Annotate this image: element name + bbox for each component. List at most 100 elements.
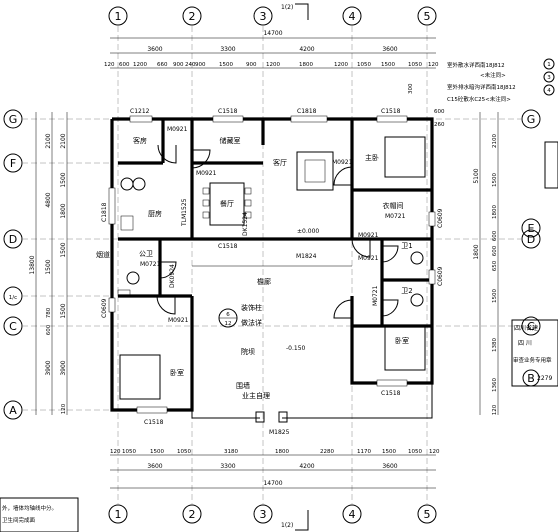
dining-table (209, 182, 245, 226)
axis-label-4-bottom: 4 (349, 508, 356, 521)
door-public-bath (159, 261, 177, 279)
code-dk1524: DK1524 (242, 212, 249, 236)
bottom-note-2: 卫生间完成面 (2, 516, 36, 524)
bedroom-right-bed (384, 325, 426, 371)
bottom-dimensions: 120 1050 1500 1050 3180 1800 2280 1170 1… (110, 449, 440, 489)
stamp-line-1: 四川省建 (514, 324, 538, 332)
dim-left-mid-6: 3900 (45, 360, 52, 375)
dim-top-detail-1: 120 (104, 62, 115, 68)
grid-lines (22, 26, 522, 505)
dim-span-top-1: 3600 (147, 46, 162, 53)
dim-left-inner-3: 1800 (60, 203, 67, 218)
furniture (117, 136, 426, 400)
dim-left-inner-2: 1500 (60, 172, 67, 187)
window-c0609-right-2 (428, 269, 436, 285)
note-ref-3 (543, 84, 555, 96)
axis-label-3-bottom: 3 (260, 508, 267, 521)
dim-bottom-detail-8: 1170 (357, 449, 371, 455)
dim-top-detail-15: 1050 (408, 62, 422, 68)
code-c1518-top: C1518 (218, 108, 238, 115)
interior-walls (118, 119, 432, 328)
axis-label-C: C (9, 320, 17, 333)
room-living: 客厅 (273, 158, 287, 167)
dim-bottom-detail-4: 1050 (177, 449, 191, 455)
dim-right-inner-10: 120 (492, 404, 498, 415)
note-apron: 室外散水详西南18J812 (447, 61, 505, 69)
toilet-bath-1 (410, 251, 424, 265)
dim-left-inner-7: 120 (61, 403, 67, 414)
code-m0721-bath: M0721 (372, 285, 379, 306)
dim-left-mid-2: 4800 (45, 192, 52, 207)
level-indoor: ±0.000 (297, 228, 319, 235)
bottom-axis-bubbles: 1 2 3 4 5 1(2) (108, 504, 437, 531)
axis-label-G-right: G (527, 113, 536, 126)
axis-label-B-right: B (527, 372, 535, 385)
title-block-edge (544, 141, 558, 189)
door-wardrobe (351, 238, 371, 258)
top-dimensions: 14700 3600 3300 4200 3600 120 600 1200 6… (104, 30, 439, 69)
dim-left-mid-1: 2100 (45, 133, 52, 148)
section-mark-bottom: 1(2) (281, 522, 293, 529)
door-bedroom-left (156, 295, 176, 315)
doors (156, 144, 399, 319)
axis-bubble-3 (253, 6, 273, 26)
code-m0921-storage: M0921 (196, 170, 217, 177)
axis-bubble-2 (182, 6, 202, 26)
code-m0721-public: M0721 (140, 261, 161, 268)
dim-right-inner-2: 1500 (492, 173, 498, 187)
top-axis-bubbles: 1 2 3 4 5 1(2) (108, 3, 437, 26)
dim-right-inner-5: 600 (492, 245, 498, 256)
dim-span-bottom-2: 3300 (220, 463, 235, 470)
section-cut-line-top (295, 3, 309, 20)
room-bath-2: 卫2 (401, 287, 412, 295)
dim-bottom-detail-3: 1500 (150, 449, 164, 455)
door-bath-2 (381, 299, 399, 317)
axis-label-5: 5 (424, 10, 431, 23)
note-drain: 室外排水暗沟详西南18J812 (447, 83, 516, 91)
code-m0921-a: M0921 (358, 232, 379, 239)
window-c1518-master (376, 115, 408, 123)
yard-wall-east (282, 383, 433, 419)
dining-chair-3 (202, 211, 210, 219)
dim-right-inner-9: 1360 (492, 378, 498, 392)
dim-left-inner-1: 2100 (60, 133, 67, 148)
dim-top-detail-5: 900 (173, 62, 184, 68)
living-sofa-set (296, 151, 334, 191)
bottom-note-box (0, 497, 79, 532)
svg-text:1: 1 (547, 62, 551, 68)
dim-top-detail-4: 660 (157, 62, 168, 68)
dim-right-outer-1: 5100 (473, 168, 480, 183)
dim-total-bottom: 14700 (263, 480, 282, 487)
axis-bubble-4 (342, 6, 362, 26)
axis-label-1: 1 (115, 10, 122, 23)
window-c1212 (129, 115, 153, 123)
code-m0721-wardrobe: M0721 (385, 213, 406, 220)
kitchen-stove-1 (120, 177, 134, 191)
code-m0921-c: M0921 (168, 317, 189, 324)
code-m1825: M1825 (269, 429, 290, 436)
chimney-box (117, 289, 131, 297)
dim-bottom-detail-1: 120 (110, 449, 121, 455)
gate-post-right (278, 411, 288, 423)
detail-ref-bottom: 12 (225, 321, 232, 327)
toilet-public (126, 271, 140, 285)
dim-span-bottom-1: 3600 (147, 463, 162, 470)
windows (108, 115, 436, 414)
note-apron-sub: <未注同> (480, 71, 506, 79)
door-guest (157, 144, 177, 164)
axis-label-3: 3 (260, 10, 267, 23)
label-yard-wall: 围墙 (236, 381, 250, 390)
note-ref-1 (543, 58, 555, 70)
axis-bubble-E-right (521, 218, 541, 238)
notes: 室外散水详西南18J812 <未注同> 室外排水暗沟详西南18J812 C15砼… (0, 58, 558, 532)
right-dimensions: 5100 1800 2100 1500 1800 600 600 650 150… (408, 83, 499, 415)
axis-label-C-right: C (527, 320, 535, 333)
dim-top-detail-10: 1200 (266, 62, 280, 68)
code-c1518-mid: C1518 (218, 243, 238, 250)
dim-top-detail-2: 600 (119, 62, 130, 68)
dim-span-top-2: 3300 (220, 46, 235, 53)
dim-top-detail-13: 1050 (357, 62, 371, 68)
code-c1518-master: C1518 (381, 108, 401, 115)
bottom-note-1: 外，墙体均轴线中分。 (2, 504, 57, 512)
